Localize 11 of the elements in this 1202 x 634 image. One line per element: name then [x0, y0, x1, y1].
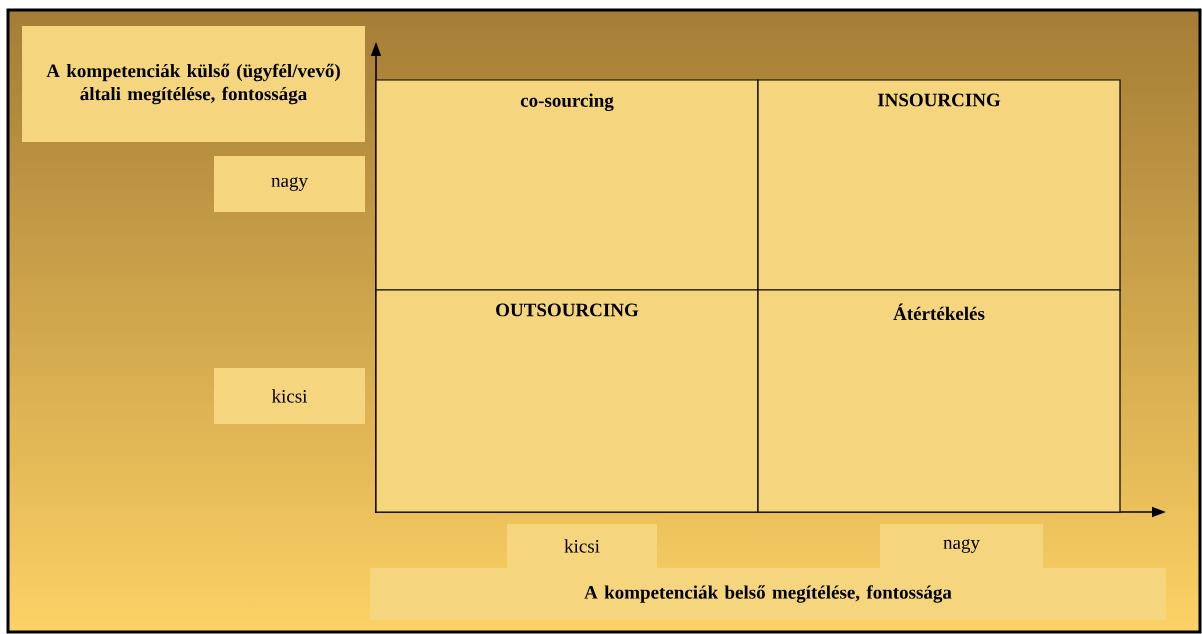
quadrant-box: OUTSOURCING	[375, 289, 759, 513]
node-label: nagy	[943, 539, 980, 553]
quadrant-box: Átértékelés	[757, 289, 1121, 513]
scale-label-box: kicsi	[214, 368, 365, 424]
quadrant-box: INSOURCING	[757, 79, 1121, 291]
axis-title-box: A kompetenciák külső (ügyfél/vevő) általi megítélése, fontossága	[22, 26, 365, 142]
scale-label-box: nagy	[880, 524, 1043, 568]
scale-label-box: kicsi	[507, 524, 657, 568]
scale-label-box: nagy	[214, 156, 365, 212]
quadrant-box: co-sourcing	[375, 79, 759, 291]
node-label: kicsi	[564, 539, 600, 553]
